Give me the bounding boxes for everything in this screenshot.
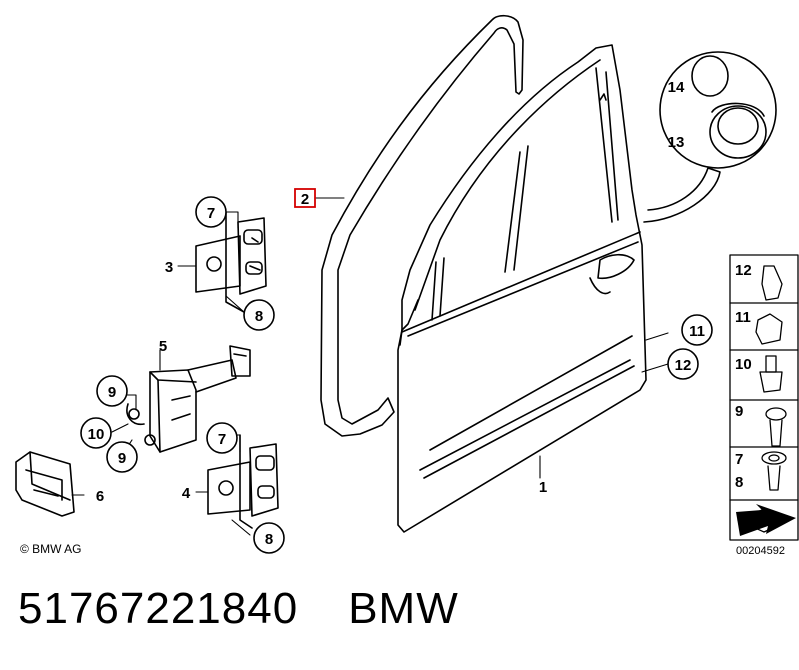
callout-circle-upper-7: 7 <box>195 196 227 228</box>
side-label-7: 7 <box>735 451 743 468</box>
detail-inset <box>643 51 777 223</box>
callout-door: 1 <box>539 479 547 496</box>
callout-circle-lower-8: 8 <box>253 522 285 554</box>
callout-check-strap: 5 <box>159 338 167 355</box>
door-seal <box>320 14 524 437</box>
callout-circle-door-11: 11 <box>681 314 713 346</box>
arrow-icon <box>736 504 796 536</box>
svg-text:7: 7 <box>207 205 215 222</box>
brand-name: BMW <box>348 584 459 633</box>
svg-text:8: 8 <box>255 308 263 325</box>
callout-hinge-lower: 4 <box>182 485 191 502</box>
callout-circle-strap-9a: 9 <box>96 375 128 407</box>
highlight-box <box>294 188 316 208</box>
side-label-10: 10 <box>735 356 752 373</box>
callout-detail-13: 13 <box>668 134 685 151</box>
hinge-upper <box>195 211 267 313</box>
callout-circle-door-12: 12 <box>667 348 699 380</box>
callout-circle-strap-9b: 9 <box>106 441 138 473</box>
callout-hinge-upper: 3 <box>165 259 173 276</box>
svg-text:9: 9 <box>108 384 116 401</box>
leader-lines <box>71 197 669 536</box>
callout-seal: 2 <box>301 191 309 208</box>
callout-check-strap-cover: 6 <box>96 488 104 505</box>
side-label-12: 12 <box>735 262 752 279</box>
check-strap-cover <box>15 451 75 517</box>
side-label-11: 11 <box>735 309 751 326</box>
svg-text:12: 12 <box>675 357 692 374</box>
part-number: 51767221840 <box>18 584 299 633</box>
side-panel-labels: 12 11 10 9 7 8 <box>735 262 752 491</box>
diagram-id: 00204592 <box>736 545 785 557</box>
callout-circle-strap-10: 10 <box>80 417 112 449</box>
door-shell <box>397 44 647 533</box>
svg-text:10: 10 <box>88 426 105 443</box>
copyright-text: © BMW AG <box>20 542 82 556</box>
svg-text:7: 7 <box>218 431 226 448</box>
side-label-9: 9 <box>735 403 743 420</box>
part-number-line: 51767221840 BMW <box>18 584 459 634</box>
callout-circle-upper-8: 8 <box>243 299 275 331</box>
svg-text:11: 11 <box>689 323 705 340</box>
hinge-lower <box>207 434 279 529</box>
side-panel <box>729 254 799 541</box>
callouts: 2 1 3 4 5 6 7 8 7 8 9 10 <box>80 79 713 554</box>
callout-detail-14: 14 <box>668 79 685 96</box>
callout-circle-lower-7: 7 <box>206 422 238 454</box>
svg-text:9: 9 <box>118 450 126 467</box>
svg-text:8: 8 <box>265 531 273 548</box>
side-label-8: 8 <box>735 474 743 491</box>
check-strap <box>126 345 251 453</box>
